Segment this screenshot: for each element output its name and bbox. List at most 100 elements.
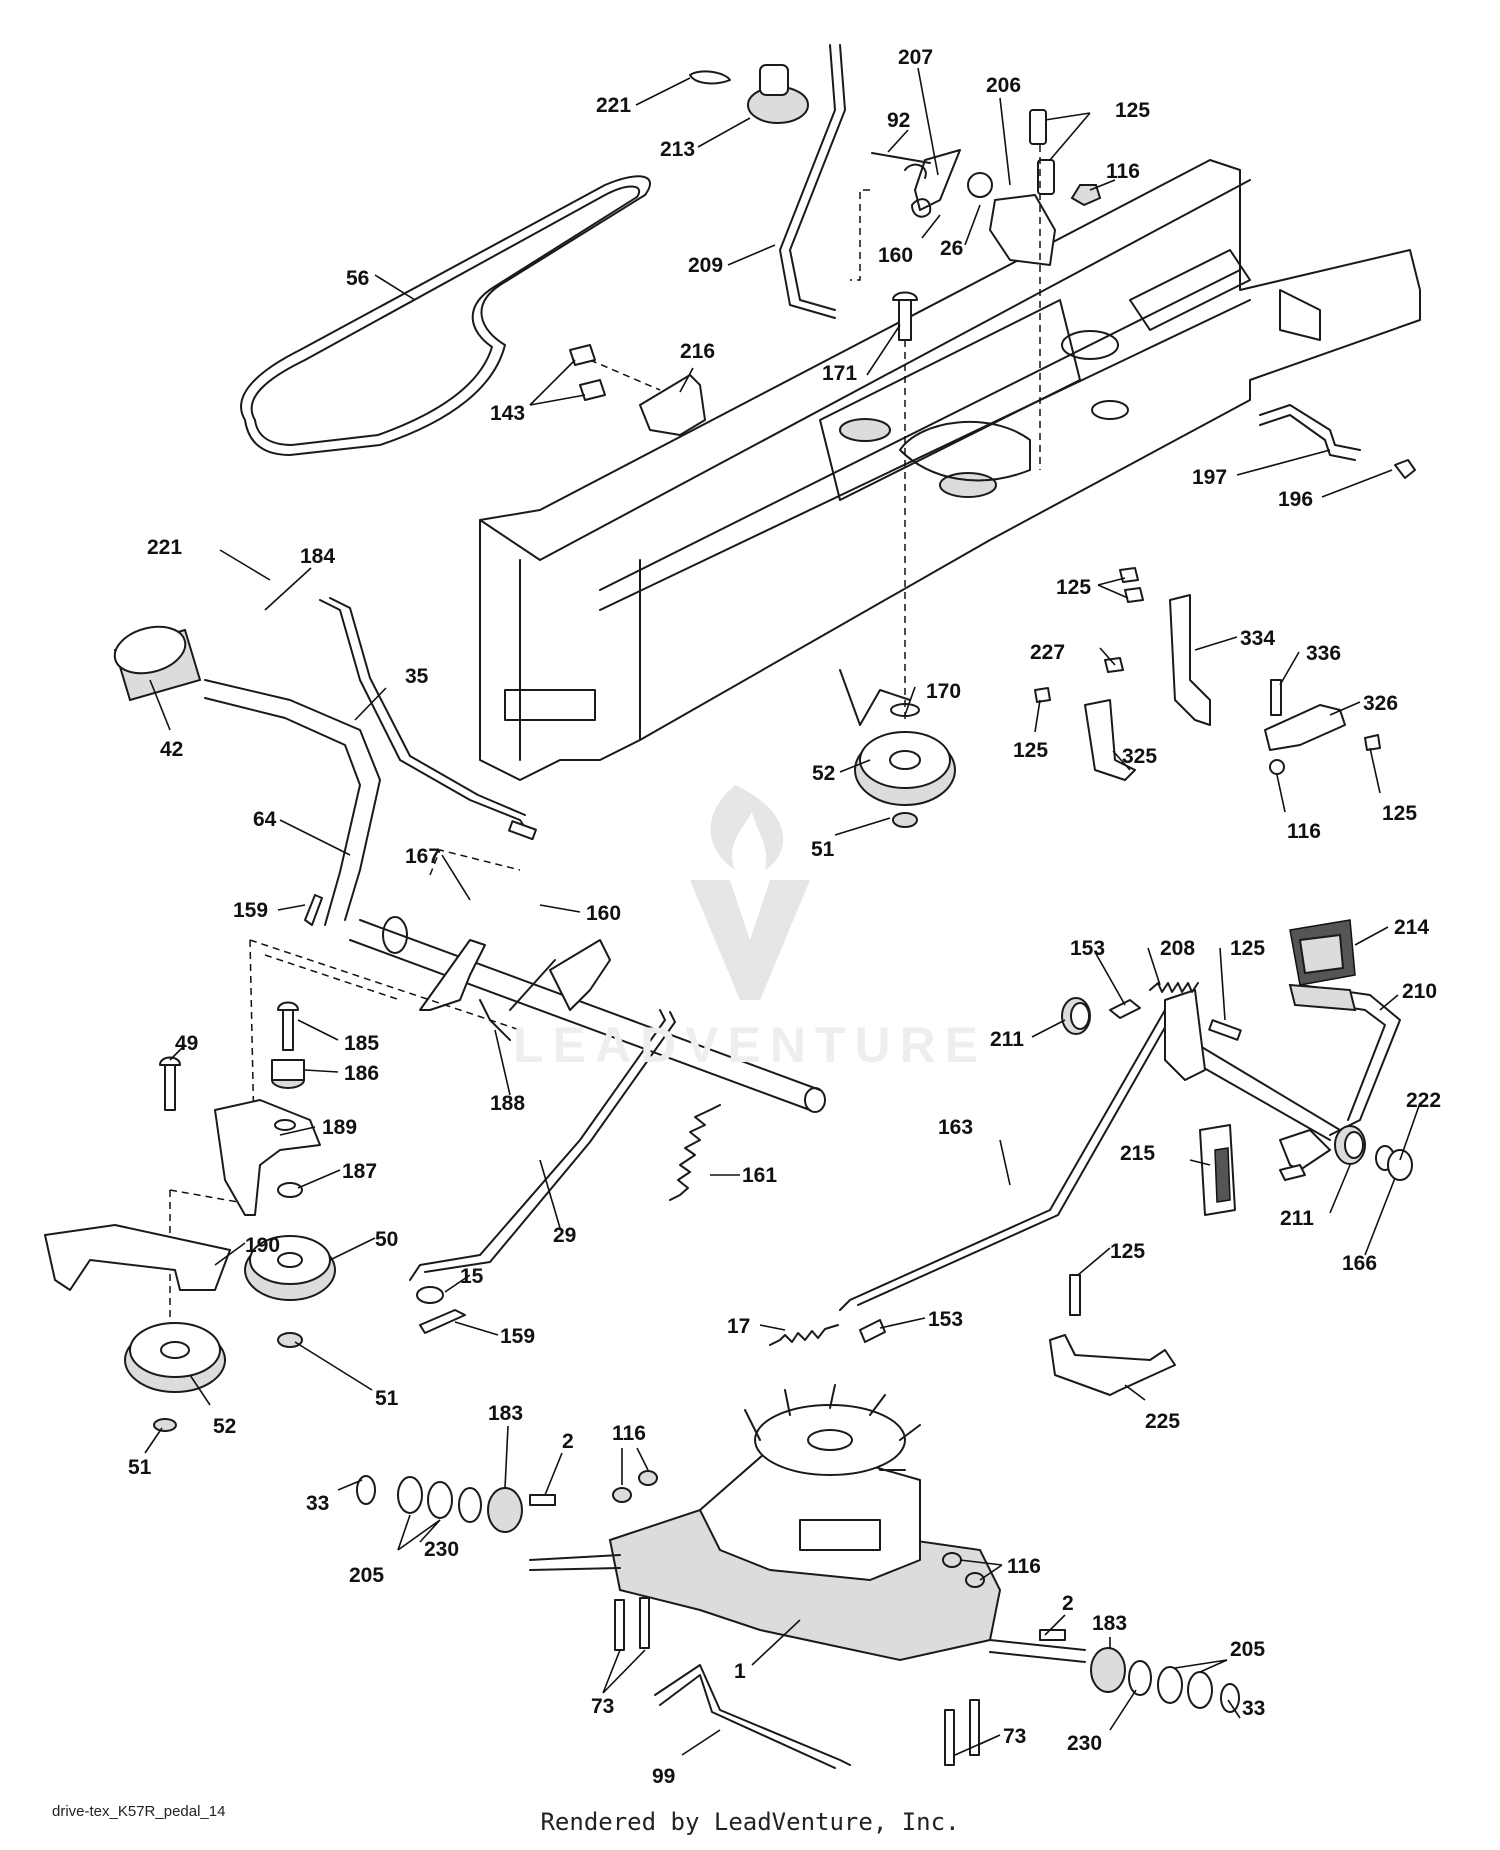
callout-160a: 160 — [878, 244, 913, 267]
callout-221a: 221 — [596, 94, 631, 117]
callout-56: 56 — [346, 267, 369, 290]
guide-line — [850, 189, 870, 281]
pedal-pad-214 — [1289, 919, 1356, 986]
callout-208: 208 — [1160, 937, 1195, 960]
callout-171: 171 — [822, 362, 857, 385]
callout-196: 196 — [1278, 488, 1313, 511]
bushing-211a — [1061, 997, 1091, 1035]
pedal-cover-215 — [1199, 1124, 1236, 1216]
cable-35 — [319, 597, 537, 841]
transaxle-1 — [529, 1384, 1086, 1663]
watermark-text: LEADVENTURE — [512, 1017, 988, 1073]
callout-205b: 205 — [1230, 1638, 1265, 1661]
cotter-pin-159b — [419, 1309, 466, 1334]
axle-hardware-right — [1039, 1629, 1240, 1713]
callout-2a: 2 — [562, 1430, 574, 1453]
plate-189 — [214, 1099, 321, 1216]
callout-64: 64 — [253, 808, 277, 831]
callout-116c: 116 — [612, 1422, 646, 1445]
callout-161: 161 — [742, 1164, 777, 1187]
callout-116d: 116 — [1007, 1555, 1041, 1578]
callout-143: 143 — [490, 402, 525, 425]
callout-35: 35 — [405, 665, 429, 688]
bolts-73 — [614, 1597, 980, 1766]
rod-197 — [1259, 404, 1416, 479]
guide-line — [429, 849, 521, 876]
callout-210: 210 — [1402, 980, 1437, 1003]
bracket-326 — [1264, 679, 1381, 775]
leader-lines — [144, 67, 1421, 1756]
callout-153b: 153 — [928, 1308, 963, 1331]
callout-197: 197 — [1192, 466, 1227, 489]
callout-116b: 116 — [1287, 820, 1321, 843]
watermark-logo — [690, 785, 810, 1000]
lever-plate-167 — [419, 939, 611, 1011]
callout-326: 326 — [1363, 692, 1398, 715]
callout-125e: 125 — [1230, 937, 1265, 960]
callout-184: 184 — [300, 545, 335, 568]
pedal-arm — [1279, 1129, 1331, 1181]
drive-belt-56 — [240, 175, 651, 456]
callout-183b: 183 — [1092, 1612, 1127, 1635]
callout-17: 17 — [727, 1315, 750, 1338]
callout-1: 1 — [734, 1660, 746, 1683]
callout-167: 167 — [405, 845, 440, 868]
callout-215: 215 — [1120, 1142, 1155, 1165]
washer-187 — [277, 1182, 303, 1198]
callout-230a: 230 — [424, 1538, 459, 1561]
callout-92: 92 — [887, 109, 910, 132]
callout-51c: 51 — [128, 1456, 152, 1479]
callout-33a: 33 — [306, 1492, 329, 1515]
guide-line — [589, 359, 661, 391]
bolt-125e — [1208, 1019, 1242, 1041]
callout-73b: 73 — [1003, 1725, 1026, 1748]
callout-183a: 183 — [488, 1402, 523, 1425]
bracket-325 — [1034, 657, 1136, 781]
callout-52b: 52 — [213, 1415, 236, 1438]
callout-209: 209 — [688, 254, 723, 277]
callout-99: 99 — [652, 1765, 675, 1788]
callout-334: 334 — [1240, 627, 1275, 650]
pulley-52-lower — [124, 1322, 226, 1432]
bolt-185 — [277, 1001, 299, 1051]
pulley-52-upper — [854, 731, 956, 828]
spring-208 — [1149, 982, 1199, 993]
guide-line — [249, 939, 256, 1181]
callout-188: 188 — [490, 1092, 525, 1115]
washer-15 — [416, 1286, 444, 1304]
callout-51b: 51 — [375, 1387, 399, 1410]
link-rod-29 — [409, 1009, 676, 1281]
callout-49: 49 — [175, 1032, 198, 1055]
callout-213: 213 — [660, 138, 695, 161]
rod-163 — [839, 1009, 1173, 1311]
callout-189: 189 — [322, 1116, 357, 1139]
spring-17 — [769, 1324, 839, 1346]
callout-51a: 51 — [811, 838, 835, 861]
callout-166: 166 — [1342, 1252, 1377, 1275]
callout-26: 26 — [940, 237, 963, 260]
callout-186: 186 — [344, 1062, 379, 1085]
callout-206: 206 — [986, 74, 1021, 97]
bracket-334 — [1119, 567, 1211, 726]
callout-125f: 125 — [1110, 1240, 1145, 1263]
bracket-assembly-206-207 — [871, 109, 1102, 266]
callout-159a: 159 — [233, 899, 268, 922]
guide-line — [264, 954, 401, 1001]
callout-42: 42 — [160, 738, 183, 761]
callout-207: 207 — [898, 46, 933, 69]
callout-190: 190 — [245, 1234, 280, 1257]
callout-153a: 153 — [1070, 937, 1105, 960]
callout-211b: 211 — [1280, 1207, 1314, 1230]
bushing-211b — [1334, 1125, 1366, 1165]
callout-163: 163 — [938, 1116, 973, 1139]
drawing-id: drive-tex_K57R_pedal_14 — [52, 1803, 226, 1820]
callout-labels: 221 213 207 206 125 92 116 56 160 26 209… — [128, 46, 1441, 1788]
bracket-225 — [1049, 1274, 1176, 1396]
callout-225: 225 — [1145, 1410, 1180, 1433]
pedal-shaft-210 — [1164, 983, 1401, 1141]
callout-214: 214 — [1394, 916, 1429, 939]
callout-336: 336 — [1306, 642, 1341, 665]
callout-159b: 159 — [500, 1325, 535, 1348]
callout-160b: 160 — [586, 902, 621, 925]
